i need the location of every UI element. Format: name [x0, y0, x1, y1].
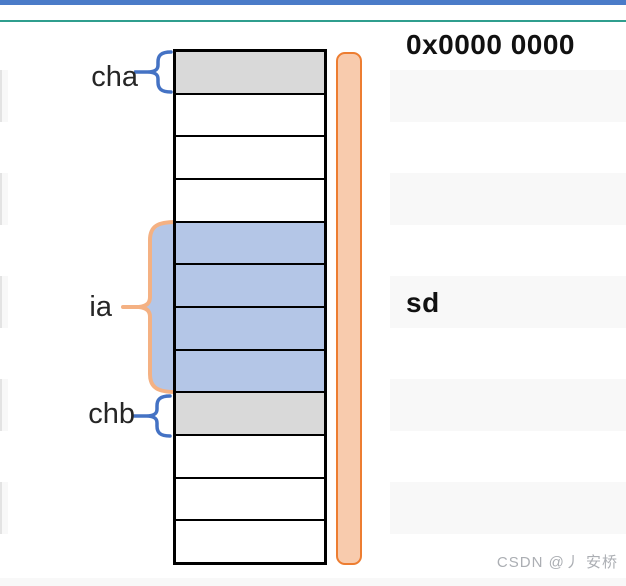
row-stripe-left-4 — [0, 379, 8, 431]
row-stripe-right-5 — [390, 482, 626, 534]
stack-extent-bar — [336, 52, 362, 565]
memory-cell-4 — [176, 180, 324, 223]
row-stripe-right-3 — [390, 276, 626, 328]
memory-address-text: 0x0000 0000 — [406, 29, 576, 60]
row-stripe-left-1 — [0, 70, 8, 122]
row-stripe-left-3 — [0, 276, 8, 328]
memory-cell-3 — [176, 137, 324, 181]
ia-variable-label: ia — [89, 291, 112, 323]
row-stripe-left-5 — [0, 482, 8, 534]
sd-text: sd — [406, 287, 440, 318]
bottom-row-stripe — [0, 578, 626, 586]
memory-cell-2 — [176, 94, 324, 138]
csdn-watermark: CSDN @丿 安桥 — [496, 554, 618, 571]
memory-cell-7-ia — [176, 308, 324, 351]
memory-cell-12 — [176, 521, 324, 563]
section-divider-line — [0, 20, 626, 22]
memory-cell-1-cha — [176, 52, 324, 95]
cha-brace-icon — [133, 49, 174, 100]
memory-cell-8-ia — [176, 350, 324, 394]
row-stripe-right-1 — [390, 70, 626, 122]
row-stripe-left-2 — [0, 173, 8, 225]
memory-cell-10 — [176, 436, 324, 479]
cha-variable-label: cha — [91, 61, 138, 93]
row-stripe-right-4 — [390, 379, 626, 431]
memory-column — [173, 49, 327, 565]
ia-bracket-icon — [120, 219, 178, 400]
memory-cell-11 — [176, 478, 324, 522]
chb-brace-icon — [132, 393, 173, 444]
memory-cell-6-ia — [176, 265, 324, 309]
row-stripe-right-2 — [390, 173, 626, 225]
top-accent-bar — [0, 0, 626, 5]
memory-cell-9-chb — [176, 393, 324, 437]
chb-variable-label: chb — [88, 398, 135, 430]
memory-cell-5-ia — [176, 222, 324, 266]
